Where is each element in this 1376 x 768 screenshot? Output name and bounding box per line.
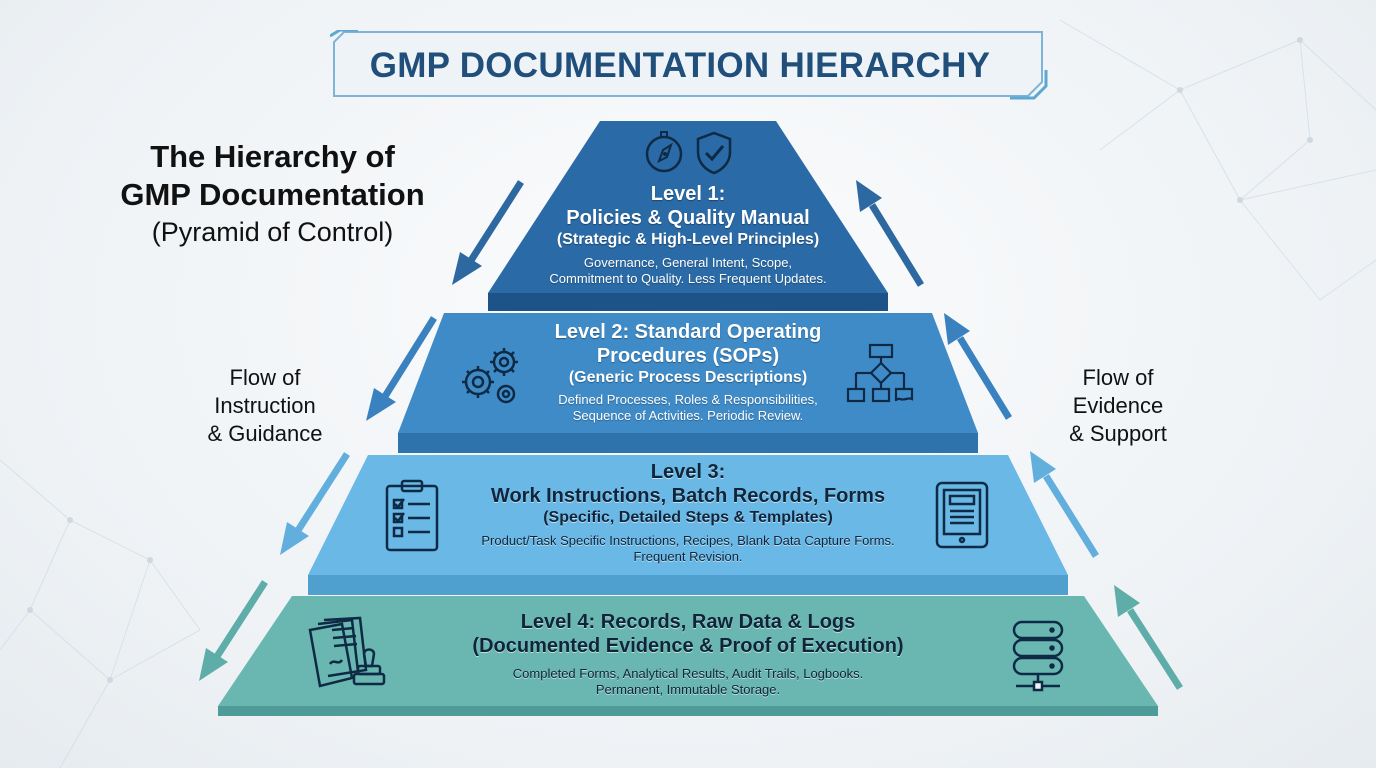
database-icon (1012, 620, 1064, 692)
down-left-arrow-icon (280, 452, 350, 555)
down-left-arrow-icon (199, 580, 268, 681)
level-4-title: Level 4: Records, Raw Data & Logs (520, 611, 856, 633)
heading-line-2: GMP Documentation (120, 177, 425, 212)
level-2-desc-2: Sequence of Activities. Periodic Review. (572, 408, 804, 423)
flow-right-line-2: Evidence (1072, 393, 1164, 418)
down-left-arrow-icon (452, 180, 524, 285)
level-1-desc-1: Governance, General Intent, Scope, (583, 255, 793, 270)
level-4-text: Level 4: Records, Raw Data & Logs (Docum… (438, 610, 938, 698)
documents-stamp-icon (308, 616, 386, 688)
flow-left-line-3: & Guidance (207, 421, 323, 446)
flow-instruction-label: Flow of Instruction & Guidance (175, 364, 355, 448)
up-right-arrow-icon (1030, 451, 1099, 558)
level-1-desc-2: Commitment to Quality. Less Frequent Upd… (549, 271, 827, 286)
clipboard-checklist-icon (385, 479, 439, 552)
flow-evidence-label: Flow of Evidence & Support (1028, 364, 1208, 448)
diagram-heading: The Hierarchy of GMP Documentation (Pyra… (80, 138, 465, 250)
down-left-arrow-icon (366, 316, 437, 421)
tier-level-1 (488, 121, 888, 311)
flow-right-line-3: & Support (1069, 421, 1167, 446)
tier-level-2 (398, 313, 978, 453)
level-3-desc-2: Frequent Revision. (633, 549, 743, 564)
flow-left-line-1: Flow of (229, 365, 301, 390)
heading-line-3: (Pyramid of Control) (151, 217, 394, 247)
level-2-title-line-2: Procedures (SOPs) (596, 345, 780, 367)
flow-left-line-2: Instruction (214, 393, 316, 418)
compass-icon (645, 131, 683, 173)
level-4-subtitle: (Documented Evidence & Proof of Executio… (472, 635, 904, 657)
level-4-desc-1: Completed Forms, Analytical Results, Aud… (512, 666, 864, 681)
level-4-desc-2: Permanent, Immutable Storage. (595, 682, 781, 697)
tier-level-3 (308, 455, 1068, 595)
level-1-text: Level 1: Policies & Quality Manual (Stra… (488, 182, 888, 287)
level-1-subtitle: (Strategic & High-Level Principles) (556, 231, 820, 248)
level-3-title-line-1: Level 3: (650, 461, 726, 483)
level-3-subtitle: (Specific, Detailed Steps & Templates) (543, 509, 833, 526)
flowchart-icon (846, 343, 914, 403)
level-2-desc-1: Defined Processes, Roles & Responsibilit… (558, 392, 818, 407)
up-right-arrow-icon (944, 313, 1012, 420)
level-3-desc-1: Product/Task Specific Instructions, Reci… (481, 533, 895, 548)
tablet-icon (935, 481, 989, 549)
flow-right-line-1: Flow of (1082, 365, 1154, 390)
shield-check-icon (696, 131, 732, 175)
level-2-text: Level 2: Standard Operating Procedures (… (488, 320, 888, 424)
level-2-title-line-1: Level 2: Standard Operating (554, 321, 822, 343)
up-right-arrow-icon (1114, 585, 1183, 690)
level-3-text: Level 3: Work Instructions, Batch Record… (438, 460, 938, 565)
title-banner: GMP DOCUMENTATION HIERARCHY (330, 30, 1050, 100)
level-2-subtitle: (Generic Process Descriptions) (568, 369, 808, 386)
level-1-title-line-1: Level 1: (650, 183, 726, 205)
gears-icon (462, 348, 518, 404)
up-right-arrow-icon (856, 180, 924, 287)
title-frame (330, 30, 1048, 100)
level-1-title-line-2: Policies & Quality Manual (566, 207, 810, 229)
heading-line-1: The Hierarchy of (150, 139, 395, 174)
tier-level-4 (218, 596, 1158, 716)
level-3-title-line-2: Work Instructions, Batch Records, Forms (490, 485, 886, 507)
page-title: GMP DOCUMENTATION HIERARCHY (369, 46, 991, 85)
